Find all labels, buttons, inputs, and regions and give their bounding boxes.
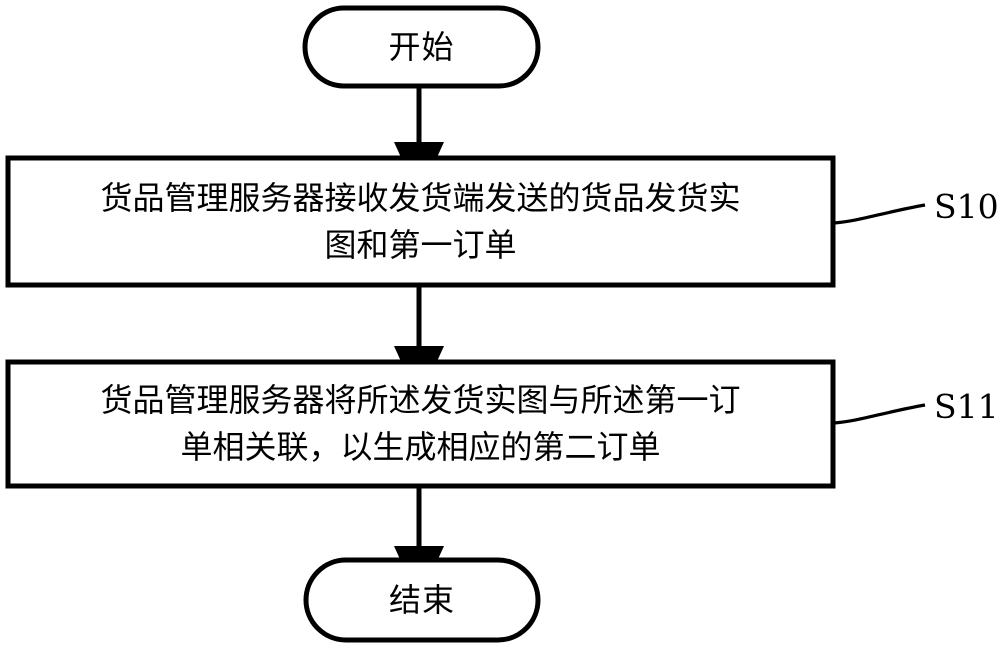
node-s10-shape[interactable] bbox=[5, 155, 836, 288]
leader-line-s10 bbox=[833, 203, 926, 225]
node-s11-shape[interactable] bbox=[5, 359, 836, 489]
node-start-shape[interactable] bbox=[302, 5, 541, 89]
leader-line-s11 bbox=[833, 403, 926, 425]
step-tag-s10: S10 bbox=[934, 187, 999, 226]
node-end-shape[interactable] bbox=[303, 557, 541, 643]
step-tag-s11: S11 bbox=[934, 387, 999, 426]
